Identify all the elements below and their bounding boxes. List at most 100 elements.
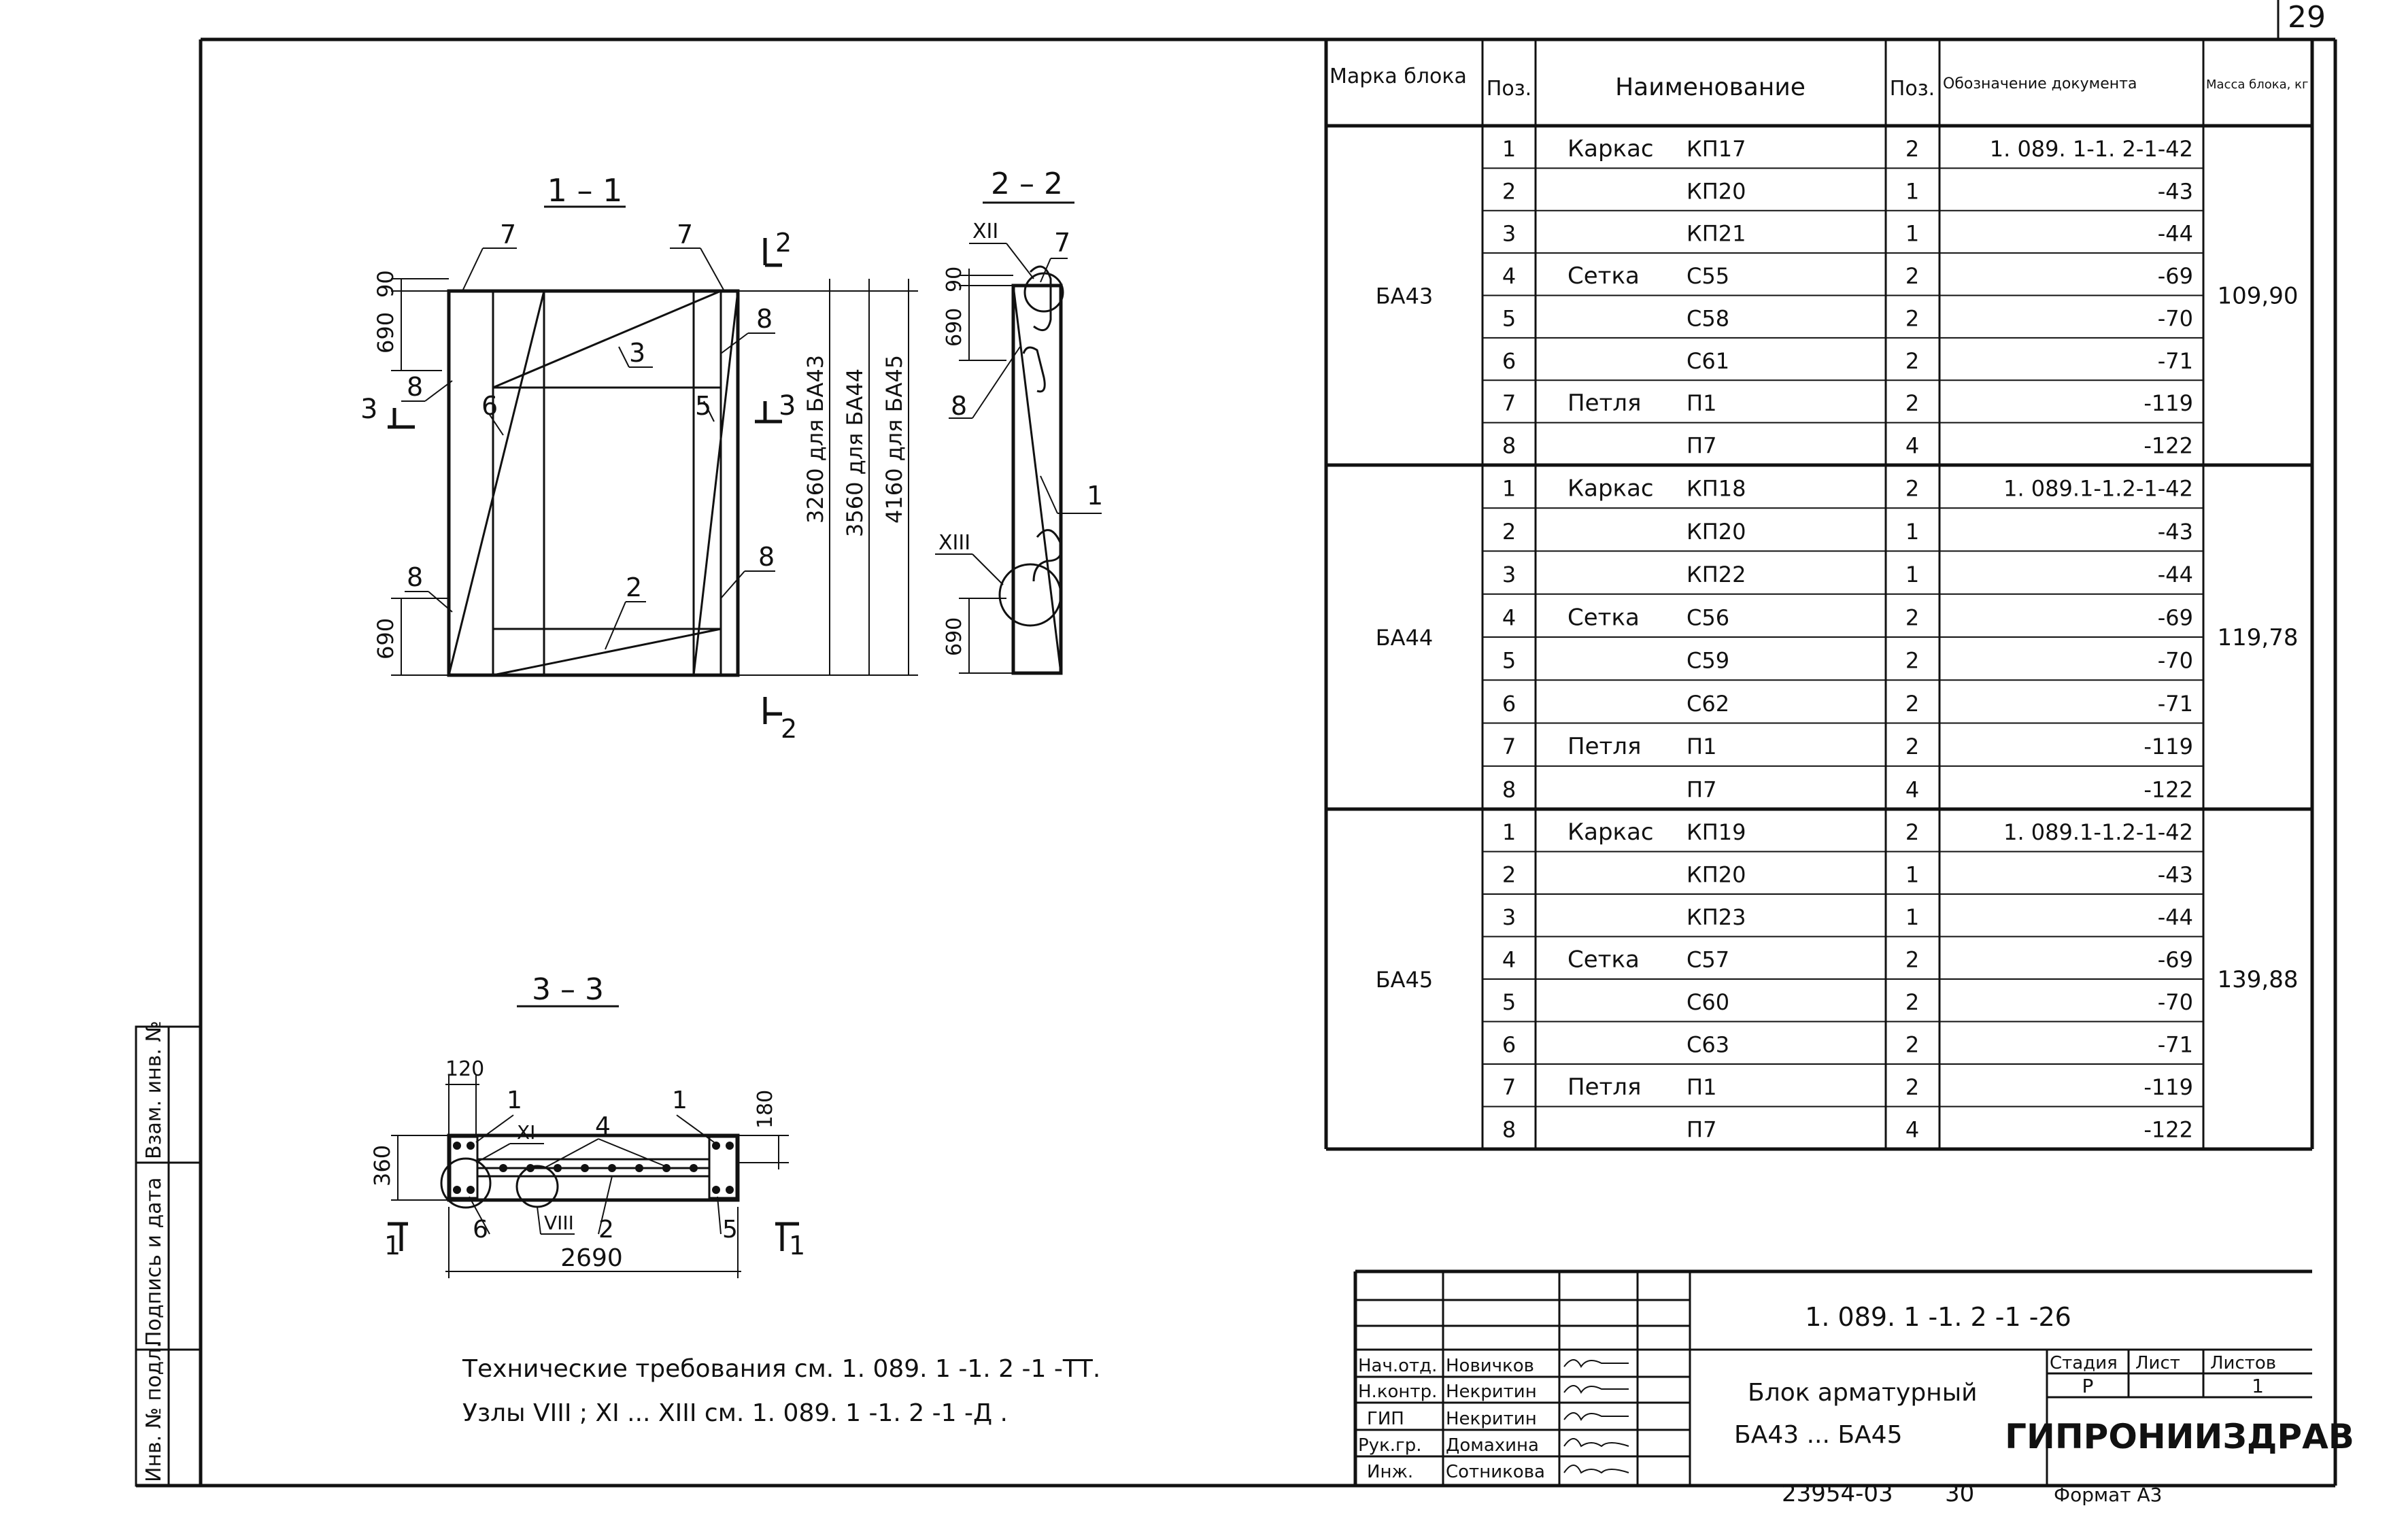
dim-2-2-690-bottom: 690	[943, 617, 966, 656]
row-pos: 1	[1502, 136, 1516, 162]
row-kind: Каркас	[1568, 819, 1654, 846]
dim-2-2-90: 90	[943, 267, 966, 292]
notes: Технические требования см. 1. 089. 1 -1.…	[462, 1355, 1100, 1427]
row-qty: 2	[1905, 136, 1919, 162]
row-pos: 5	[1502, 648, 1516, 674]
row-name: С56	[1687, 604, 1729, 630]
row-doc: -69	[2158, 604, 2193, 630]
callout-3: 3	[629, 338, 645, 368]
row-doc: -122	[2144, 1117, 2193, 1143]
row-qty: 1	[1905, 862, 1919, 888]
title-stage-label: Стадия	[2050, 1353, 2118, 1373]
row-name: П7	[1687, 433, 1716, 459]
row-name: КП17	[1687, 136, 1746, 162]
callout-3-3-5: 5	[722, 1216, 738, 1244]
row-name: КП20	[1687, 178, 1746, 204]
callout-7a: 7	[500, 220, 516, 250]
row-qty: 4	[1905, 433, 1919, 459]
row-name: КП22	[1687, 562, 1746, 587]
row-doc: -69	[2158, 263, 2193, 289]
row-qty: 2	[1905, 734, 1919, 759]
role-gip: ГИП	[1367, 1409, 1404, 1429]
section-2-2-title: 2 – 2	[991, 167, 1063, 201]
bottom-sheet: 30	[1945, 1480, 1974, 1507]
title-doc-code: 1. 089. 1 -1. 2 -1 -26	[1805, 1302, 2071, 1332]
dim-690-top: 690	[373, 312, 399, 354]
row-pos: 3	[1502, 562, 1516, 587]
row-pos: 6	[1502, 1032, 1516, 1058]
row-qty: 1	[1905, 221, 1919, 247]
name-ruk-gr: Домахина	[1446, 1435, 1539, 1456]
row-qty: 2	[1905, 604, 1919, 630]
row-doc: -43	[2158, 862, 2193, 888]
row-kind: Сетка	[1568, 262, 1640, 290]
row-name: П7	[1687, 1117, 1716, 1143]
row-doc: -69	[2158, 947, 2193, 973]
row-pos: 7	[1502, 734, 1516, 759]
row-qty: 1	[1905, 178, 1919, 204]
row-name: КП21	[1687, 221, 1746, 247]
row-pos: 3	[1502, 221, 1516, 247]
block-mark: БА43	[1376, 284, 1434, 309]
row-qty: 1	[1905, 519, 1919, 545]
row-name: С58	[1687, 305, 1729, 331]
cut-1-left: 1	[384, 1231, 401, 1261]
row-pos: 5	[1502, 305, 1516, 331]
row-doc: -44	[2158, 562, 2193, 587]
cut-2-bottom: 2	[781, 714, 797, 744]
th-pos: Поз.	[1487, 77, 1531, 101]
row-pos: 4	[1502, 263, 1516, 289]
dim-690-bottom: 690	[373, 618, 399, 660]
row-kind: Петля	[1568, 390, 1641, 417]
row-name: С62	[1687, 691, 1729, 717]
node-xii: XII	[972, 220, 998, 243]
title-sheets: 1	[2252, 1375, 2264, 1397]
row-doc: 1. 089. 1-1. 2-1-42	[1990, 136, 2193, 162]
note-nodes: Узлы VIII ; XI ... XIII см. 1. 089. 1 -1…	[462, 1399, 1008, 1427]
row-qty: 2	[1905, 348, 1919, 374]
name-n-kontr: Некритин	[1446, 1382, 1537, 1402]
block-mass: 139,88	[2218, 966, 2299, 993]
title-sheet-label: Лист	[2135, 1353, 2180, 1373]
callout-8d: 8	[407, 372, 423, 402]
row-doc: 1. 089.1-1.2-1-42	[2003, 819, 2193, 845]
row-qty: 2	[1905, 1032, 1919, 1058]
row-kind: Петля	[1568, 1074, 1641, 1101]
row-doc: -71	[2158, 691, 2193, 717]
title-stage: Р	[2082, 1375, 2094, 1397]
dim-180: 180	[753, 1090, 777, 1129]
row-pos: 1	[1502, 476, 1516, 502]
callout-2-2-7: 7	[1054, 228, 1070, 258]
dim-2690: 2690	[560, 1244, 623, 1272]
dim-360: 360	[369, 1145, 395, 1186]
section-1-1-title: 1 – 1	[547, 172, 623, 209]
stamp-signature-date: Подпись и дата	[142, 1178, 166, 1347]
section-1-1: 1 – 1 7 7 3 8 6 5 8 8 2 8	[360, 172, 918, 744]
row-pos: 1	[1502, 819, 1516, 845]
name-nach-otd: Новичков	[1446, 1356, 1534, 1376]
specification-table: Марка блока Поз. Наименование Поз. Обозн…	[1324, 39, 2314, 1151]
row-kind: Каркас	[1568, 475, 1654, 502]
row-doc: -119	[2144, 1074, 2193, 1100]
th-name: Наименование	[1615, 73, 1806, 101]
row-name: КП18	[1687, 476, 1746, 502]
row-qty: 4	[1905, 1117, 1919, 1143]
row-doc: -70	[2158, 989, 2193, 1015]
row-pos: 7	[1502, 390, 1516, 416]
block-mark: БА44	[1376, 625, 1434, 651]
role-ruk-gr: Рук.гр.	[1358, 1435, 1421, 1456]
row-name: С63	[1687, 1032, 1729, 1058]
row-pos: 8	[1502, 776, 1516, 802]
title-organization: ГИПРОНИИЗДРАВ	[2005, 1417, 2354, 1456]
callout-3-3-6: 6	[473, 1216, 488, 1244]
row-qty: 2	[1905, 263, 1919, 289]
row-name: С55	[1687, 263, 1729, 289]
dim-90: 90	[373, 270, 399, 298]
row-pos: 6	[1502, 691, 1516, 717]
row-name: П7	[1687, 776, 1716, 802]
row-pos: 4	[1502, 947, 1516, 973]
th-mark: Марка блока	[1329, 65, 1467, 88]
cut-1-right: 1	[789, 1231, 805, 1261]
row-pos: 8	[1502, 1117, 1516, 1143]
callout-2: 2	[626, 572, 642, 602]
